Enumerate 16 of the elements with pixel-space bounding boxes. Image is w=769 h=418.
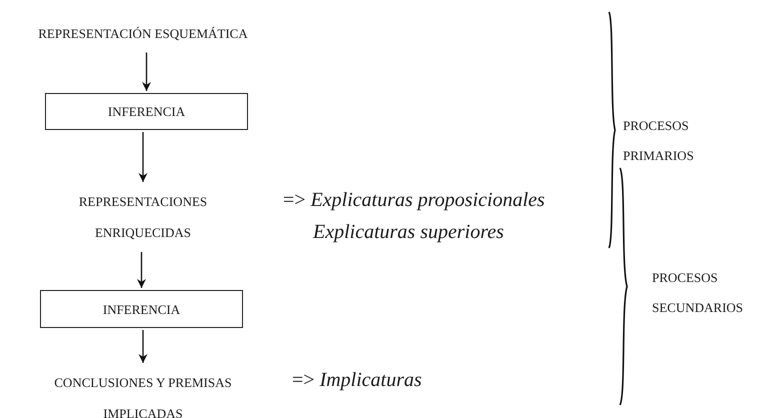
process-label: PROCESOS PRIMARIOS — [623, 117, 695, 165]
arrow — [138, 132, 148, 182]
stage-text: CONCLUSIONES Y PREMISAS IMPLICADAS — [20, 367, 266, 418]
explicature-text: => Explicaturas proposicionales — [283, 189, 545, 212]
box-label: INFERENCIA — [102, 300, 180, 318]
arrow — [138, 330, 148, 363]
arrow — [137, 252, 146, 288]
box-label: INFERENCIA — [108, 103, 186, 121]
explicature-text: Explicaturas superiores — [313, 221, 504, 244]
process-box — [45, 93, 248, 130]
stage-text: REPRESENTACIÓN ESQUEMÁTICA — [5, 20, 281, 46]
stage-text: REPRESENTACIONES ENRIQUECIDAS — [50, 186, 236, 248]
implicature-text: => Implicaturas — [292, 369, 422, 392]
process-label: PROCESOS SECUNDARIOS — [652, 269, 744, 317]
arrow — [142, 52, 151, 91]
process-box — [40, 290, 243, 328]
